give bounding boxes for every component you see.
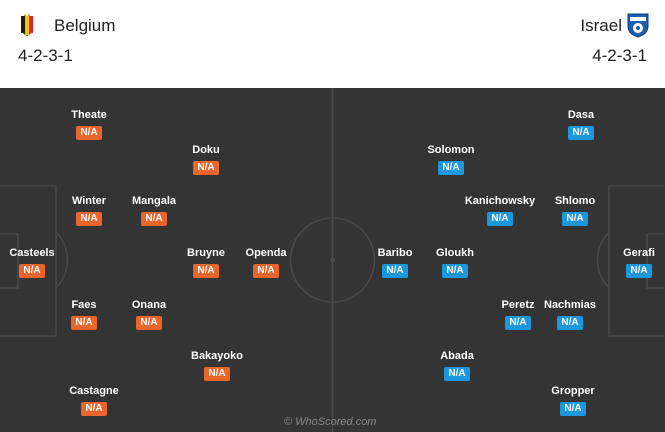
player-rating-badge: N/A xyxy=(444,367,470,381)
player-rating-badge: N/A xyxy=(136,316,162,330)
belgium-crest-icon xyxy=(18,13,36,37)
player-rating-badge: N/A xyxy=(626,264,652,278)
player-rating-badge: N/A xyxy=(76,212,102,226)
player-rating-badge: N/A xyxy=(193,264,219,278)
home-team-name: Belgium xyxy=(54,16,116,35)
player-name: Onana xyxy=(131,299,167,311)
player-rating-badge: N/A xyxy=(141,212,167,226)
watermark: © WhoScored.com xyxy=(284,416,377,428)
player-name: Nachmias xyxy=(544,299,596,311)
player-rating-badge: N/A xyxy=(253,264,279,278)
away-formation: 4-2-3-1 xyxy=(592,46,647,65)
player-name: Gloukh xyxy=(436,247,474,259)
player-away-abada[interactable]: Abada N/A xyxy=(402,350,512,381)
player-name: Gerafi xyxy=(623,247,655,259)
player-name: Gropper xyxy=(551,385,595,397)
away-team-name: Israel xyxy=(580,16,622,35)
player-rating-badge: N/A xyxy=(76,126,102,140)
player-rating-badge: N/A xyxy=(204,367,230,381)
player-home-openda[interactable]: Openda N/A xyxy=(211,247,321,278)
player-name: Shlomo xyxy=(554,195,596,207)
player-away-dasa[interactable]: Dasa N/A xyxy=(526,109,636,140)
player-away-solomon[interactable]: Solomon N/A xyxy=(396,144,506,175)
player-home-winter[interactable]: Winter N/A xyxy=(34,195,144,226)
player-home-mangala[interactable]: Mangala N/A xyxy=(99,195,209,226)
player-name: Bakayoko xyxy=(191,350,243,362)
player-name: Castagne xyxy=(69,385,119,397)
player-rating-badge: N/A xyxy=(71,316,97,330)
player-rating-badge: N/A xyxy=(487,212,513,226)
player-name: Kanichowsky xyxy=(464,195,536,207)
player-rating-badge: N/A xyxy=(438,161,464,175)
player-away-baribo[interactable]: Baribo N/A xyxy=(340,247,450,278)
player-home-bruyne[interactable]: Bruyne N/A xyxy=(151,247,261,278)
player-home-onana[interactable]: Onana N/A xyxy=(94,299,204,330)
player-name: Abada xyxy=(440,350,474,362)
player-name: Theate xyxy=(71,109,107,121)
player-rating-badge: N/A xyxy=(568,126,594,140)
player-home-faes[interactable]: Faes N/A xyxy=(29,299,139,330)
player-name: Doku xyxy=(192,144,220,156)
player-rating-badge: N/A xyxy=(81,402,107,416)
player-home-theate[interactable]: Theate N/A xyxy=(34,109,144,140)
player-home-castagne[interactable]: Castagne N/A xyxy=(39,385,149,416)
player-name: Mangala xyxy=(131,195,176,207)
pitch-markings xyxy=(0,88,665,432)
player-away-shlomo[interactable]: Shlomo N/A xyxy=(520,195,630,226)
player-name: Dasa xyxy=(567,109,595,121)
player-away-gropper[interactable]: Gropper N/A xyxy=(518,385,628,416)
player-rating-badge: N/A xyxy=(442,264,468,278)
player-name: Solomon xyxy=(427,144,475,156)
player-rating-badge: N/A xyxy=(505,316,531,330)
player-away-gloukh[interactable]: Gloukh N/A xyxy=(400,247,510,278)
player-rating-badge: N/A xyxy=(562,212,588,226)
player-name: Bruyne xyxy=(187,247,225,259)
match-header: Belgium 4-2-3-1 Israel 4-2-3-1 xyxy=(0,0,665,88)
player-rating-badge: N/A xyxy=(19,264,45,278)
player-home-doku[interactable]: Doku N/A xyxy=(151,144,261,175)
home-formation: 4-2-3-1 xyxy=(18,46,73,65)
player-away-peretz[interactable]: Peretz N/A xyxy=(463,299,573,330)
player-name: Peretz xyxy=(501,299,535,311)
player-home-bakayoko[interactable]: Bakayoko N/A xyxy=(162,350,272,381)
player-away-kanichowsky[interactable]: Kanichowsky N/A xyxy=(445,195,555,226)
player-home-casteels[interactable]: Casteels N/A xyxy=(0,247,87,278)
player-name: Openda xyxy=(245,247,287,259)
player-rating-badge: N/A xyxy=(557,316,583,330)
player-name: Faes xyxy=(71,299,97,311)
player-away-gerafi[interactable]: Gerafi N/A xyxy=(584,247,665,278)
pitch xyxy=(0,88,665,432)
player-name: Baribo xyxy=(377,247,413,259)
player-rating-badge: N/A xyxy=(560,402,586,416)
player-rating-badge: N/A xyxy=(382,264,408,278)
player-name: Casteels xyxy=(9,247,55,259)
israel-crest-icon xyxy=(626,12,650,38)
player-rating-badge: N/A xyxy=(193,161,219,175)
player-away-nachmias[interactable]: Nachmias N/A xyxy=(515,299,625,330)
player-name: Winter xyxy=(71,195,107,207)
